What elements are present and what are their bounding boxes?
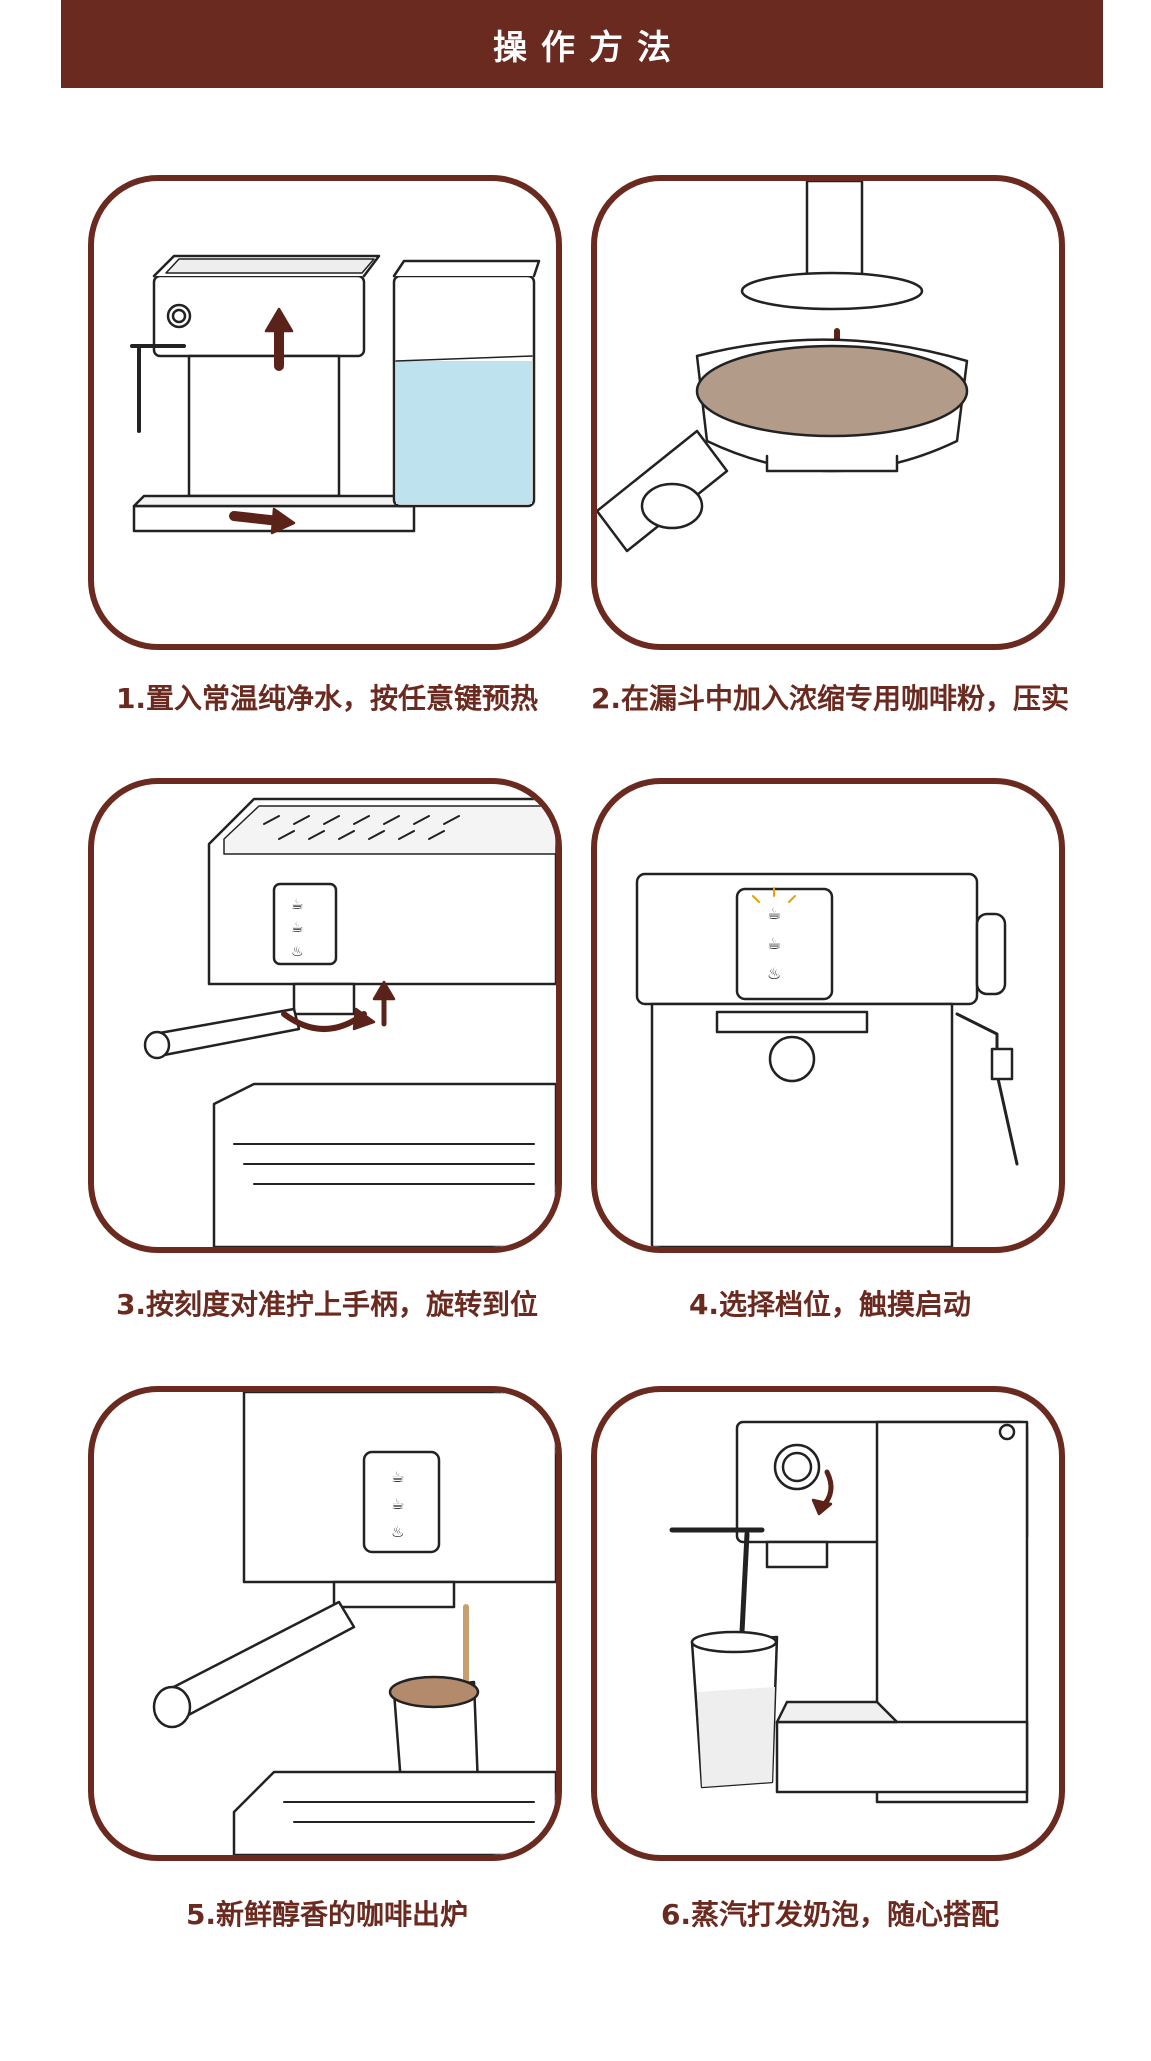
step-3-illustration: ☕ ☕ ♨ (88, 778, 562, 1253)
svg-text:♨: ♨ (767, 964, 781, 983)
step-1-illustration (88, 175, 562, 650)
step-4-illustration: ☕ ☕ ♨ (591, 778, 1065, 1253)
svg-text:☕: ☕ (291, 920, 304, 936)
step-6-illustration (591, 1386, 1065, 1861)
page-title: 操作方法 (493, 27, 685, 68)
svg-text:☕: ☕ (391, 1468, 404, 1486)
step-1-caption: 1.置入常温纯净水，按任意键预热 (115, 682, 539, 715)
step-2-illustration (591, 175, 1065, 650)
svg-text:☕: ☕ (767, 904, 781, 923)
step-6-caption: 6.蒸汽打发奶泡，随心搭配 (660, 1898, 1000, 1931)
svg-text:☕: ☕ (291, 897, 304, 913)
svg-text:♨: ♨ (391, 1523, 404, 1541)
svg-text:☕: ☕ (767, 934, 781, 953)
step-5-illustration: ☕ ☕ ♨ (88, 1386, 562, 1861)
step-5-caption: 5.新鲜醇香的咖啡出炉 (185, 1898, 469, 1931)
page-header: 操作方法 (61, 0, 1103, 88)
step-2-caption: 2.在漏斗中加入浓缩专用咖啡粉，压实 (590, 682, 1070, 715)
svg-text:♨: ♨ (291, 944, 304, 960)
step-4-caption: 4.选择档位，触摸启动 (688, 1288, 972, 1321)
step-3-caption: 3.按刻度对准拧上手柄，旋转到位 (115, 1288, 539, 1321)
svg-text:☕: ☕ (391, 1495, 404, 1513)
